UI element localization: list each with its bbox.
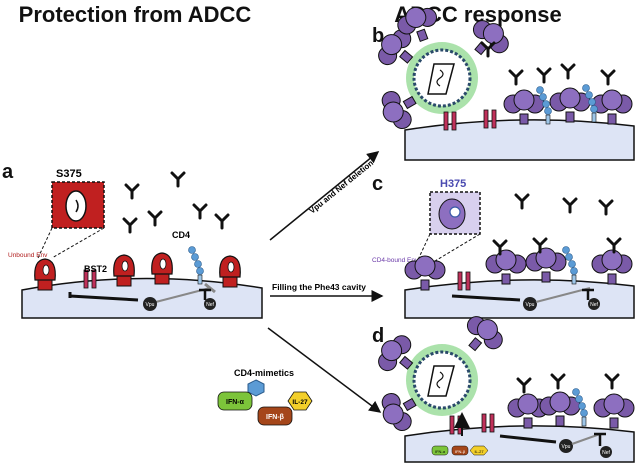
unbound-env bbox=[34, 258, 56, 291]
virion bbox=[404, 342, 480, 418]
vpu-inhibition-line bbox=[69, 294, 139, 302]
cd4-mimetic-hexagon bbox=[247, 379, 265, 397]
vpu-node bbox=[523, 297, 537, 311]
svg-text:IL-27: IL-27 bbox=[292, 399, 308, 406]
cd4-bound-env bbox=[503, 89, 545, 125]
svg-text:IFN-α: IFN-α bbox=[226, 399, 245, 406]
cd4-mimetics-label: CD4-mimetics bbox=[234, 368, 294, 378]
panel-label-b: b bbox=[372, 25, 384, 47]
panel-c: H375 CD4-bound Env Vpu Nef bbox=[372, 178, 635, 319]
left-title: Protection from ADCC bbox=[19, 2, 252, 27]
cd4-bound-env bbox=[591, 249, 633, 285]
cd4-label: CD4 bbox=[172, 230, 190, 240]
svg-text:Vpu: Vpu bbox=[562, 444, 571, 450]
panel-d: Vpu Nef IFN-α IFN-β IL-27 bbox=[370, 308, 635, 463]
ifn-beta-pill bbox=[257, 406, 293, 426]
vpu-node bbox=[143, 297, 157, 311]
arrow-label-to-b: Vpu and Nef deletion bbox=[308, 158, 376, 215]
ifn-alpha-pill bbox=[217, 391, 253, 411]
unbound-env bbox=[219, 255, 241, 288]
cd4-bound-env-label: CD4-bound Env bbox=[372, 257, 419, 264]
nef-node bbox=[600, 446, 612, 458]
bst2-label: BST2 bbox=[84, 264, 107, 274]
zoom-label-s375: S375 bbox=[56, 168, 82, 180]
cd4-bound-env bbox=[525, 247, 567, 283]
vpu-node bbox=[559, 439, 573, 453]
cd4-receptor bbox=[188, 246, 204, 285]
arrow-to-b bbox=[269, 151, 380, 241]
cell-membrane-b bbox=[404, 119, 635, 161]
virion bbox=[404, 40, 480, 116]
svg-text:IFN-α: IFN-α bbox=[435, 449, 446, 454]
cd4-bound-env bbox=[549, 87, 591, 123]
svg-text:Vpu: Vpu bbox=[146, 302, 155, 308]
panel-label-c: c bbox=[372, 173, 383, 195]
svg-text:IL-27: IL-27 bbox=[474, 449, 484, 454]
arrow-label-to-c: Filling the Phe43 cavity bbox=[272, 282, 366, 292]
arrow-to-d bbox=[267, 327, 382, 413]
cd4-bound-env bbox=[539, 391, 581, 427]
unbound-env bbox=[113, 254, 135, 287]
panel-a: S375 Unbound Env BST2 CD4 Vpu Nef bbox=[8, 168, 263, 319]
svg-text:Nef: Nef bbox=[590, 302, 598, 308]
zoom-label-h375: H375 bbox=[440, 178, 466, 190]
svg-text:IFN-β: IFN-β bbox=[266, 414, 285, 421]
unbound-env-label: Unbound Env bbox=[8, 252, 48, 259]
cd4-bound-env bbox=[593, 393, 635, 429]
il27-hexagon bbox=[287, 391, 313, 411]
panel-label-a: a bbox=[2, 161, 14, 183]
svg-text:Vpu: Vpu bbox=[526, 302, 535, 308]
svg-text:Nef: Nef bbox=[602, 450, 610, 456]
nef-node bbox=[204, 298, 216, 310]
panel-b bbox=[370, 0, 635, 161]
panel-label-d: d bbox=[372, 325, 384, 347]
cd4-bound-env bbox=[485, 249, 527, 285]
cd4-mimetics-legend: CD4-mimetics IFN-α IFN-β IL-27 bbox=[217, 368, 313, 426]
unbound-env bbox=[151, 252, 173, 285]
svg-text:IFN-β: IFN-β bbox=[455, 449, 466, 454]
nef-node bbox=[588, 298, 600, 310]
svg-text:Nef: Nef bbox=[206, 302, 214, 308]
cd4-bound-env bbox=[591, 89, 633, 125]
